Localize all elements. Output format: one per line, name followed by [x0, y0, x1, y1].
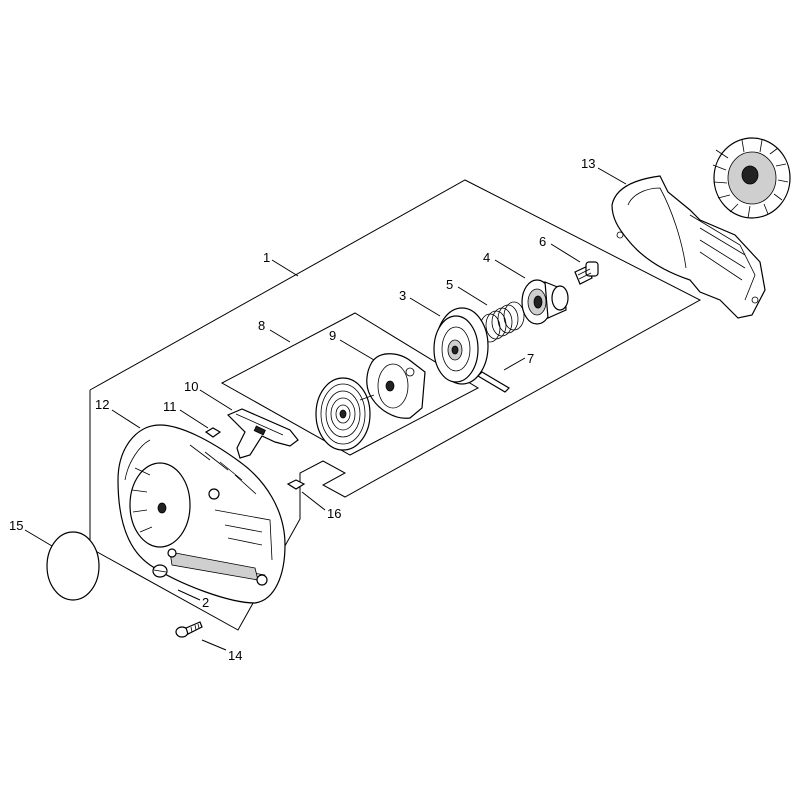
recoil-spring-part	[315, 377, 375, 451]
screw-part	[175, 621, 203, 638]
clip-part-16	[286, 479, 306, 490]
callout-14: 14	[228, 648, 242, 663]
callout-11: 11	[163, 399, 177, 414]
callout-5: 5	[446, 277, 453, 292]
clip-part	[204, 427, 222, 438]
callout-13: 13	[581, 156, 595, 171]
callout-8: 8	[258, 318, 265, 333]
callout-3: 3	[399, 288, 406, 303]
leader-lines	[24, 167, 627, 651]
callout-4: 4	[483, 250, 490, 265]
flywheel-part	[712, 137, 791, 219]
decal-part	[46, 531, 100, 601]
spring-case-part	[366, 353, 426, 419]
assembly-boundary	[89, 179, 702, 631]
callout-15: 15	[9, 518, 23, 533]
grommet-part	[152, 564, 168, 578]
callout-7: 7	[527, 351, 534, 366]
fan-housing-part	[611, 175, 766, 319]
subassembly-boundary	[220, 312, 480, 456]
bolt-part	[574, 261, 599, 285]
callout-2: 2	[202, 595, 209, 610]
reel-part	[433, 307, 489, 385]
rope-part	[477, 371, 510, 393]
spring-part	[479, 301, 525, 343]
hub-part	[521, 279, 569, 325]
callout-10: 10	[184, 379, 198, 394]
starter-cover-part	[117, 424, 286, 604]
callout-12: 12	[95, 397, 109, 412]
callout-9: 9	[329, 328, 336, 343]
callout-1: 1	[263, 250, 270, 265]
callout-6: 6	[539, 234, 546, 249]
callout-16: 16	[327, 506, 341, 521]
starter-handle-part	[226, 408, 299, 459]
